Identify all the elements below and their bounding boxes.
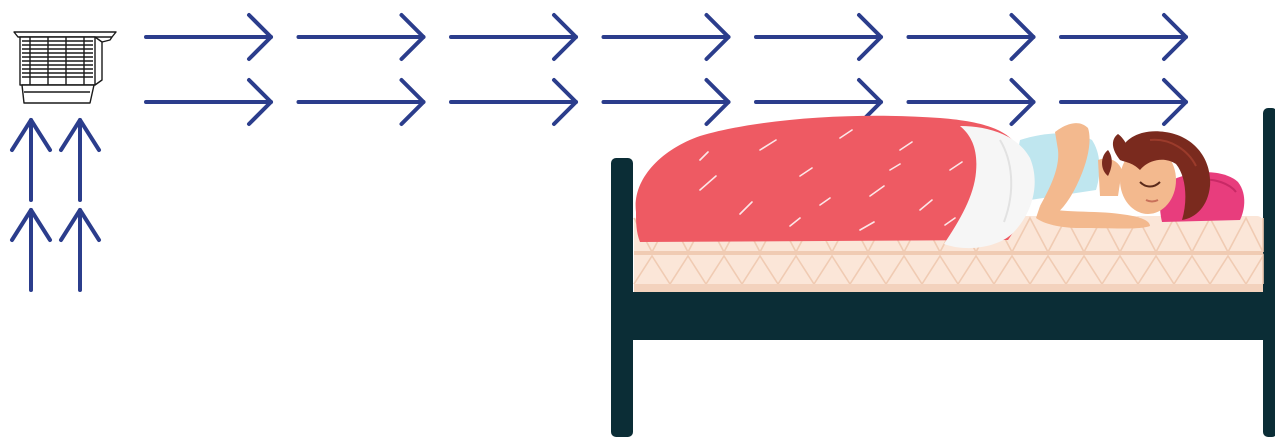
airflow-arrow-up — [12, 120, 50, 200]
vertical-airflow-arrows — [12, 120, 99, 290]
airflow-arrow-right — [299, 80, 424, 124]
airflow-arrow-right — [299, 15, 424, 59]
airflow-arrow-right — [604, 80, 729, 124]
airflow-arrow-right — [146, 15, 271, 59]
airflow-arrow-up — [61, 210, 99, 290]
airflow-arrow-right — [146, 80, 271, 124]
airflow-arrow-right — [909, 15, 1034, 59]
airflow-arrow-right — [451, 15, 576, 59]
airflow-arrow-up — [61, 120, 99, 200]
airflow-arrow-up — [12, 210, 50, 290]
airflow-arrow-right — [1061, 80, 1186, 124]
airflow-arrow-right — [451, 80, 576, 124]
air-conditioner-icon — [14, 32, 116, 103]
bed-rail — [611, 292, 1275, 340]
airflow-arrow-right — [1061, 15, 1186, 59]
bed-post-right — [1263, 108, 1275, 437]
airflow-arrow-right — [756, 15, 881, 59]
airflow-arrow-right — [604, 15, 729, 59]
horizontal-airflow-arrows — [146, 15, 1186, 124]
